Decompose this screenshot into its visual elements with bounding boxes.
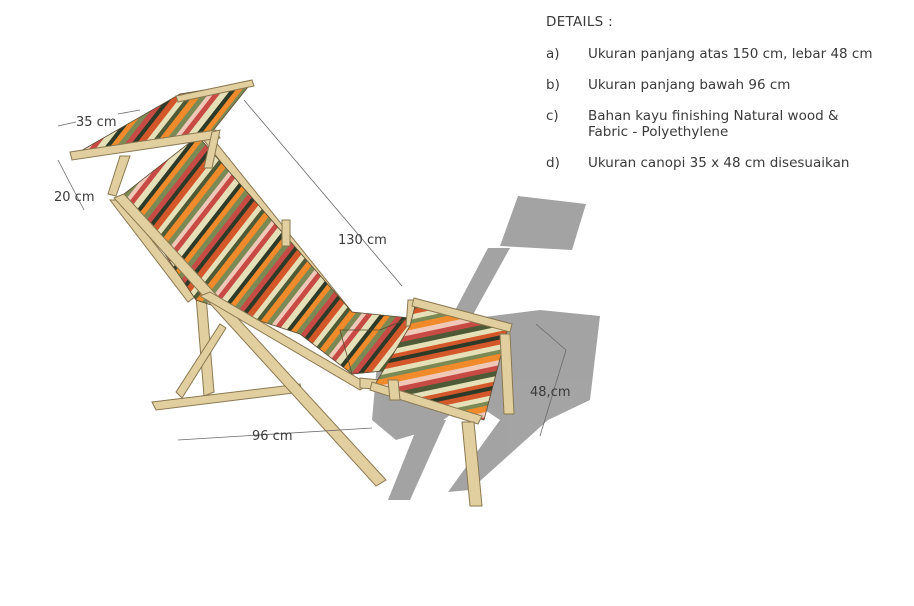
detail-item-letter: a) [546,46,560,62]
detail-item-letter: d) [546,155,560,171]
detail-item-text: Bahan kayu finishing Natural wood & Fabr… [588,108,839,140]
dimension-backrest-length: 130 cm [338,233,387,248]
dimension-canopy-depth: 35 cm [76,115,117,130]
dimension-width: 48,cm [530,385,571,400]
footrest-frame [369,297,515,507]
detail-item: a) Ukuran panjang atas 150 cm, lebar 48 … [546,46,914,62]
dimension-canopy-height: 20 cm [54,190,95,205]
detail-item-letter: b) [546,77,560,93]
detail-item-text: Ukuran panjang bawah 96 cm [588,77,791,93]
details-title: DETAILS : [546,14,613,30]
detail-item-text: Ukuran panjang atas 150 cm, lebar 48 cm [588,46,873,62]
detail-item: c) Bahan kayu finishing Natural wood & F… [546,108,914,140]
detail-item-letter: c) [546,108,559,124]
detail-item: d) Ukuran canopi 35 x 48 cm disesuaikan [546,155,914,171]
detail-item-text: Ukuran canopi 35 x 48 cm disesuaikan [588,155,850,171]
canopy-frame [69,79,255,197]
detail-item: b) Ukuran panjang bawah 96 cm [546,77,914,93]
dimension-lines [57,99,567,441]
dimension-base-length: 96 cm [252,429,293,444]
details-panel: DETAILS : a) Ukuran panjang atas 150 cm,… [546,14,914,186]
